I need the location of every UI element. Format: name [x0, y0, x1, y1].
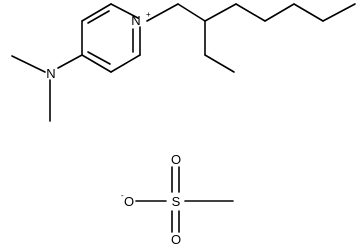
- bond-ring-c4-c5-inner: [87, 51, 111, 65]
- ring-nitrogen-charge: +: [146, 10, 151, 19]
- bond-c4-c5: [322, 3, 356, 22]
- oxygen-top-label: O: [171, 152, 181, 167]
- bond-c3-c4: [293, 3, 324, 22]
- amine-nitrogen-label: N: [46, 66, 55, 81]
- bond-namine-methyl-upper: [11, 55, 46, 73]
- oxygen-bottom-label: O: [171, 232, 181, 247]
- ethylhexyl-chain: [146, 3, 356, 73]
- pyridinium-ring: [81, 3, 141, 73]
- oxygen-left-charge: -: [121, 191, 124, 200]
- sulfur-label: S: [172, 194, 181, 209]
- ring-nitrogen-label: N: [131, 13, 140, 28]
- methanesulfonate: [135, 166, 234, 233]
- bond-ethyl1-ethyl2: [204, 54, 235, 73]
- bond-c1-c2: [235, 3, 266, 22]
- bond-c4-namine: [57, 54, 83, 69]
- bond-ch-c1: [204, 3, 237, 22]
- bond-ring-c4-c5: [81, 54, 112, 73]
- bond-ring-c2-c3: [81, 3, 112, 22]
- bond-ch2-ch: [177, 3, 206, 22]
- bond-c2-c3: [264, 3, 295, 22]
- bond-ring-n-c2: [110, 3, 139, 19]
- oxygen-left-label: O: [124, 194, 134, 209]
- bond-n-ch2: [146, 3, 179, 22]
- dimethylamino-group: [11, 54, 83, 122]
- bond-ring-c5-c6: [110, 54, 141, 73]
- bond-ring-c2-c3-inner: [87, 10, 110, 24]
